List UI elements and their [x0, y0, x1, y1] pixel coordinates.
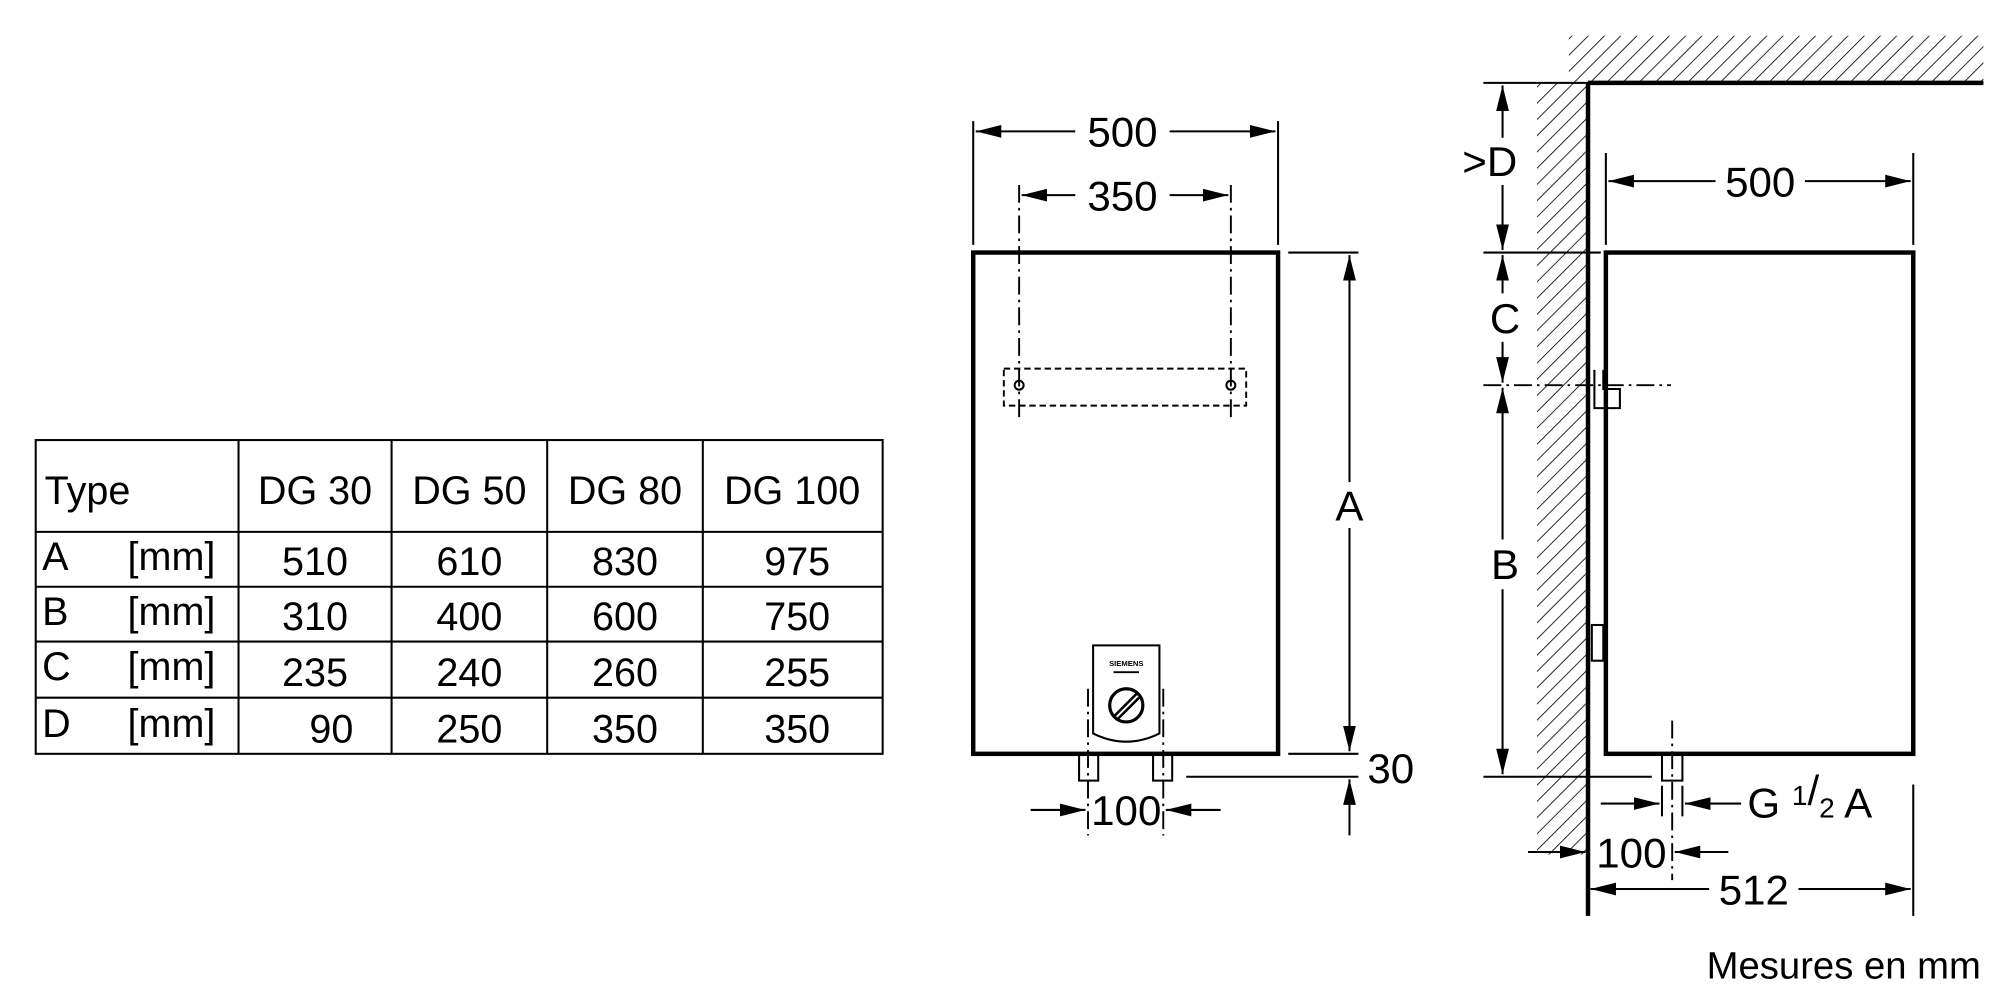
cell: 510: [282, 540, 348, 584]
pipe-offset-label: 100: [1596, 829, 1666, 876]
cell: 90: [309, 707, 353, 751]
row-unit: [mm]: [128, 702, 216, 746]
row-unit: [mm]: [128, 535, 216, 579]
cell: 250: [436, 707, 502, 751]
wall-bracket: [1593, 369, 1621, 410]
row-unit: [mm]: [128, 590, 216, 634]
side-width-label: 500: [1725, 158, 1795, 205]
row-unit: [mm]: [128, 645, 216, 689]
cell: 600: [592, 595, 658, 639]
cell: 975: [764, 540, 830, 584]
thread-num: 1: [1792, 780, 1808, 811]
cell: 310: [282, 595, 348, 639]
hole-spacing-label: 350: [1087, 172, 1157, 219]
cell: 400: [436, 595, 502, 639]
front-view: 500 350 A 30 SIEMENS 10: [970, 109, 1414, 836]
cell: 240: [436, 651, 502, 695]
height-a-label: A: [1335, 482, 1363, 529]
temperature-knob-icon: [1108, 687, 1145, 724]
table-header-dg100: DG 100: [724, 469, 860, 513]
control-panel: SIEMENS: [1092, 644, 1161, 743]
dim-c-label: C: [1490, 295, 1520, 342]
wall-hatching: [1536, 82, 1589, 855]
cell: 750: [764, 595, 830, 639]
table-row-a: A [mm] 510 610 830 975: [42, 535, 830, 584]
cell: 260: [592, 651, 658, 695]
cell: 235: [282, 651, 348, 695]
ceiling-gap-label: >D: [1462, 138, 1517, 185]
dim-b-label: B: [1491, 541, 1519, 588]
thread-suffix: A: [1835, 780, 1872, 827]
table-header-dg50: DG 50: [412, 469, 526, 513]
brand-logo: SIEMENS: [1109, 659, 1143, 668]
pipe-spacing-label: 100: [1091, 787, 1161, 834]
row-param: B: [42, 590, 68, 634]
cell: 350: [592, 707, 658, 751]
ceiling-hatching: [1568, 35, 1984, 83]
units-note: Mesures en mm: [1707, 944, 1981, 987]
depth-label: 512: [1719, 866, 1789, 913]
table-row-d: D [mm] 90 250 350 350: [42, 702, 830, 751]
table-header-dg30: DG 30: [258, 469, 372, 513]
table-header-type: Type: [45, 469, 131, 513]
thread-sep: /: [1807, 767, 1819, 814]
thread-main: G: [1747, 780, 1791, 827]
side-view: 500 >D C B G 1/2 A 100 512: [1462, 35, 1984, 916]
thread-den: 2: [1819, 793, 1835, 824]
table-row-b: B [mm] 310 400 600 750: [42, 590, 830, 639]
dimensions-table: Type DG 30 DG 50 DG 80 DG 100 A [mm] 510…: [34, 439, 884, 755]
cell: 255: [764, 651, 830, 695]
row-param: C: [42, 645, 71, 689]
foot-offset-label: 30: [1367, 745, 1414, 792]
cell: 830: [592, 540, 658, 584]
mounting-rail: [1002, 367, 1248, 407]
front-width-label: 500: [1087, 109, 1157, 156]
heater-body-side: [1603, 250, 1916, 757]
row-param: D: [42, 702, 71, 746]
table-row-c: C [mm] 235 240 260 255: [42, 645, 830, 695]
table-header-dg80: DG 80: [568, 469, 682, 513]
thread-label: G 1/2 A: [1747, 767, 1872, 827]
row-param: A: [42, 535, 69, 579]
heater-body-front: [970, 250, 1281, 757]
cell: 610: [436, 540, 502, 584]
cell: 350: [764, 707, 830, 751]
wall-spacer: [1590, 623, 1605, 662]
